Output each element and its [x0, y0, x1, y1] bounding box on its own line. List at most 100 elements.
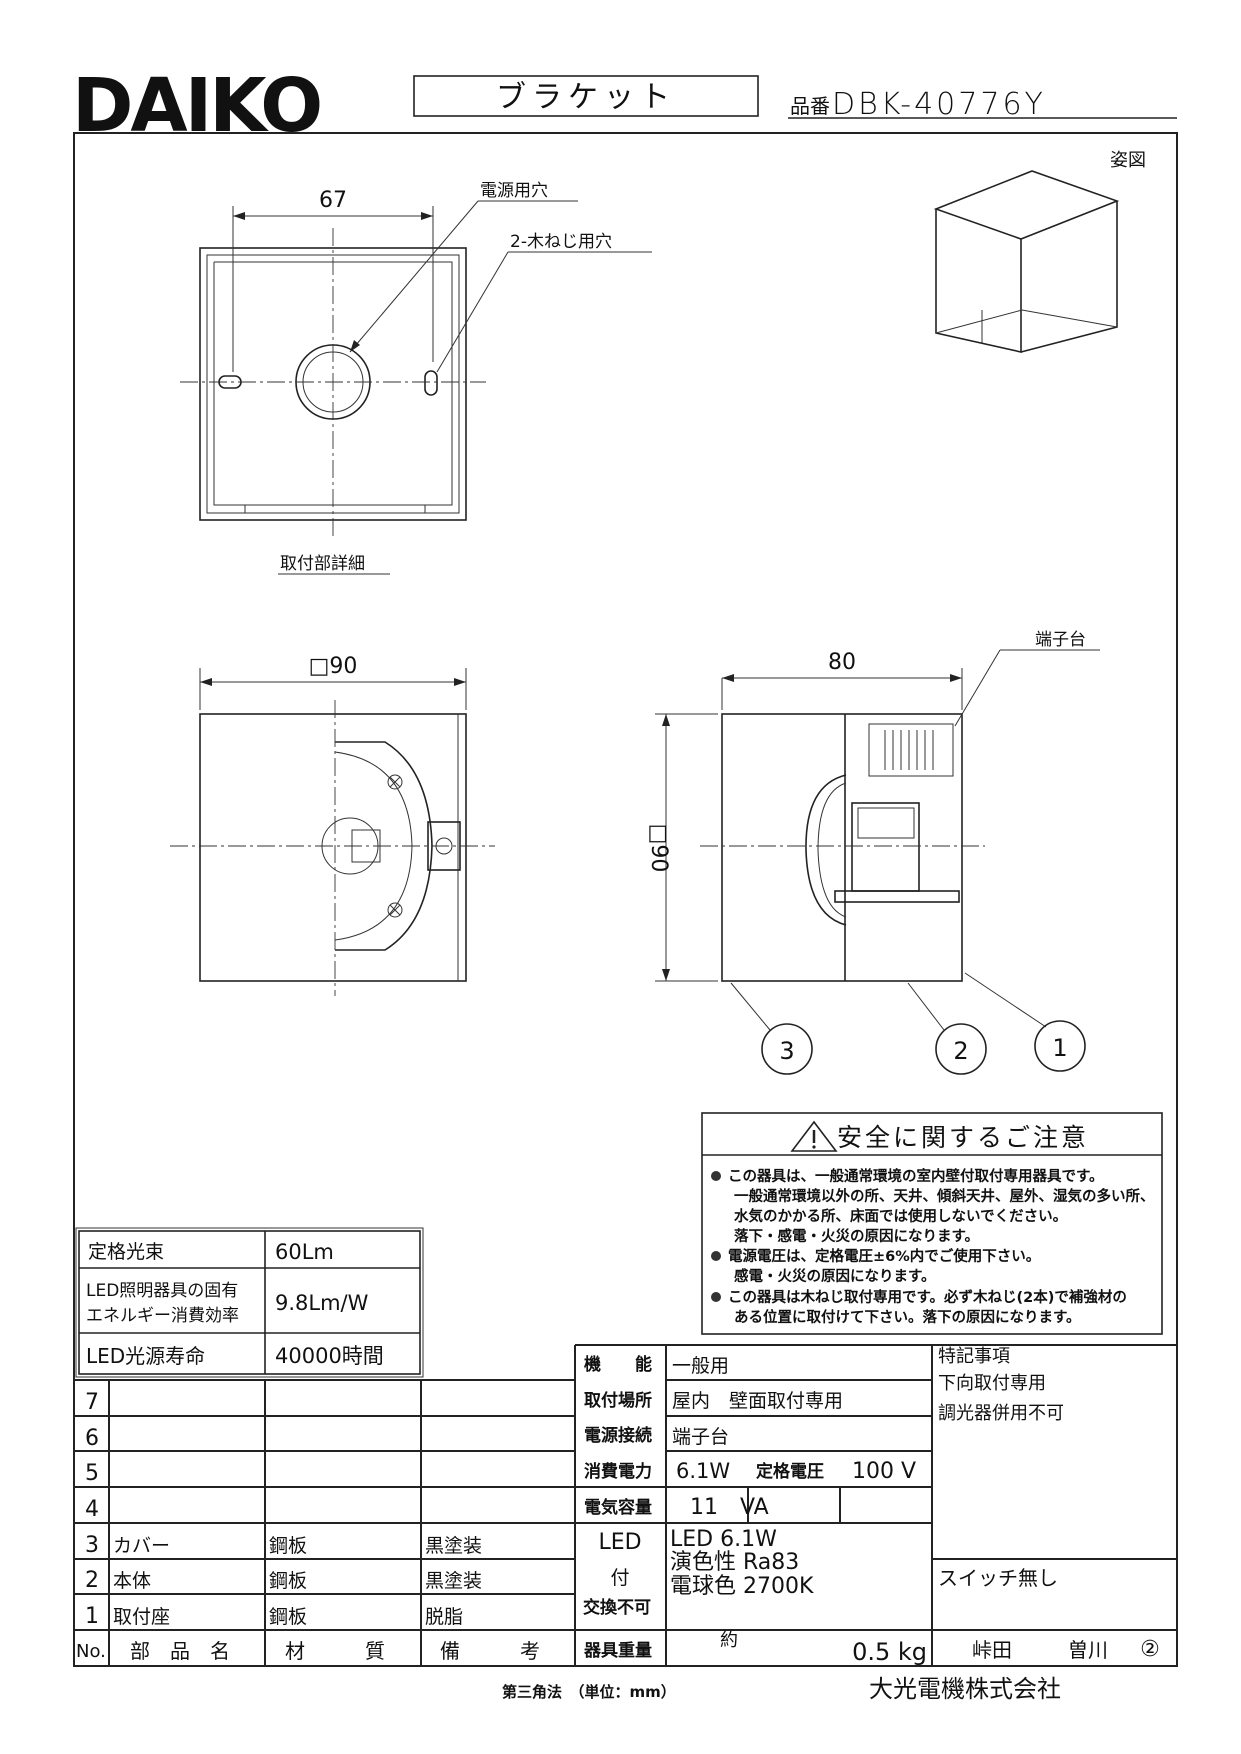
power-hole-label: 電源用穴 [480, 181, 548, 201]
part-no: 1 [85, 1604, 99, 1629]
iso-view-label: 姿図 [1110, 150, 1146, 171]
location-label: 取付場所 [584, 1390, 652, 1411]
connection-value: 端子台 [672, 1426, 729, 1448]
part-no: 4 [85, 1497, 99, 1522]
bullet-icon [711, 1171, 721, 1181]
svg-text:DAIKO: DAIKO [72, 63, 320, 149]
balloon-1 [1034, 1020, 1086, 1072]
connection-label: 電源接続 [584, 1425, 652, 1446]
weight-label: 器具重量 [583, 1640, 652, 1661]
dim-67: 67 [319, 188, 347, 213]
caution-line: 水気のかかる所、床面では使用しないでください。 [734, 1207, 1067, 1225]
title-box [413, 75, 759, 117]
terminal-block [868, 723, 954, 777]
voltage-label: 定格電圧 [756, 1461, 824, 1482]
designer: 峠田 [972, 1638, 1012, 1662]
capacity-value: 11 VA [690, 1495, 769, 1520]
capacity-label: 電気容量 [584, 1497, 652, 1518]
power-label: 消費電力 [584, 1461, 652, 1482]
part-name: 取付座 [113, 1606, 170, 1628]
dim-side-depth: 80 [828, 650, 856, 675]
weight-prefix: 約 [720, 1630, 738, 1651]
voltage-value: 100 V [852, 1459, 916, 1484]
part-no: 5 [85, 1461, 99, 1486]
bullet-icon [711, 1251, 721, 1261]
balloon-2 [935, 1023, 987, 1075]
notes-title: 特記事項 [938, 1346, 1010, 1367]
parts-rows: 7 6 5 4 3 カバー 鋼板 黒塗装 2 本体 鋼板 黒塗装 1 取付座 鋼… [76, 1390, 540, 1663]
spec-value: 40000時間 [275, 1344, 384, 1368]
balloon-3-label: 3 [779, 1037, 794, 1065]
mount-detail-label: 取付部詳細 [280, 554, 365, 574]
dim-side-height: □90 [646, 824, 671, 873]
part-no-label: 品番 [790, 94, 830, 118]
led-label: 付 [610, 1567, 629, 1589]
part-material: 鋼板 [269, 1535, 307, 1557]
part-no: 7 [85, 1390, 99, 1415]
side-view [655, 649, 1100, 1075]
location-value: 屋内 壁面取付専用 [672, 1390, 843, 1412]
note-line: 調光器併用不可 [938, 1403, 1064, 1424]
part-name: 本体 [113, 1570, 151, 1592]
screw-holes-label: 2-木ねじ用穴 [510, 232, 612, 252]
checker: 曽川 [1068, 1638, 1108, 1662]
part-no: 6 [85, 1426, 99, 1451]
header-remark: 備 考 [440, 1639, 540, 1663]
warning-icon [790, 1120, 838, 1152]
part-material: 鋼板 [269, 1606, 307, 1628]
spec-label: エネルギー消費効率 [86, 1306, 239, 1326]
caution-line: 一般通常環境以外の所、天井、傾斜天井、屋外、湿気の多い所、 [734, 1187, 1155, 1205]
header-name: 部 品 名 [130, 1639, 230, 1663]
projection-note: 第三角法 （単位：mm） [502, 1683, 676, 1701]
part-remark: 黒塗装 [425, 1569, 482, 1592]
properties-table: 機 能 一般用 取付場所 屋内 壁面取付専用 電源接続 端子台 消費電力 6.1… [583, 1354, 927, 1666]
balloon-3 [761, 1023, 813, 1075]
product-title: ブラケット [496, 80, 676, 115]
function-value: 一般用 [672, 1355, 729, 1377]
part-no: 2 [85, 1568, 99, 1593]
company-name: 大光電機株式会社 [869, 1675, 1061, 1703]
part-no: 3 [85, 1533, 99, 1558]
spec-label: 定格光束 [88, 1241, 164, 1263]
part-no: DBK-40776Y [832, 87, 1046, 122]
weight-value: 0.5 kg [852, 1638, 927, 1666]
function-label: 機 能 [584, 1354, 652, 1375]
led-spec: 電球色 2700K [670, 1574, 814, 1599]
iso-view [933, 170, 1120, 353]
switch-note: スイッチ無し [938, 1566, 1058, 1590]
parts-table [74, 1344, 1177, 1666]
daiko-logo: DAIKO [72, 63, 323, 149]
part-remark: 脱脂 [425, 1606, 463, 1628]
balloon-1-label: 1 [1052, 1034, 1067, 1062]
part-material: 鋼板 [269, 1570, 307, 1592]
terminal-block-label: 端子台 [1035, 630, 1086, 650]
spec-label: LED光源寿命 [86, 1344, 205, 1368]
led-label: LED [598, 1530, 641, 1555]
spec-label: LED照明器具の固有 [86, 1281, 238, 1301]
spec-value: 9.8Lm/W [275, 1291, 369, 1315]
caution-box [701, 1112, 1163, 1335]
caution-line: 感電・火災の原因になります。 [734, 1267, 936, 1285]
caution-line: この器具は、一般通常環境の室内壁付取付専用器具です。 [728, 1167, 1104, 1185]
caution-title: 安全に関するご注意 [837, 1123, 1089, 1152]
power-value: 6.1W [676, 1459, 730, 1483]
notes-table: 特記事項 下向取付専用 調光器併用不可 スイッチ無し 峠田 曽川 ② [938, 1346, 1160, 1662]
part-remark: 黒塗装 [425, 1534, 482, 1557]
dim-front-width: □90 [309, 654, 358, 679]
led-spec: 演色性 Ra83 [670, 1550, 799, 1575]
balloon-2-label: 2 [953, 1037, 968, 1065]
front-view [170, 668, 495, 996]
note-line: 下向取付専用 [938, 1373, 1046, 1394]
led-label: 交換不可 [583, 1597, 651, 1618]
spec-table [75, 1227, 424, 1378]
caution-line: 落下・感電・火災の原因になります。 [734, 1227, 979, 1245]
header-no: No. [76, 1641, 106, 1662]
screw-slot-right [424, 370, 438, 396]
bullet-icon [711, 1292, 721, 1302]
caution-line: 電源電圧は、定格電圧±6%内でご使用下さい。 [728, 1247, 1040, 1265]
caution-line: ある位置に取付けて下さい。落下の原因になります。 [734, 1308, 1081, 1326]
part-name: カバー [113, 1535, 170, 1557]
revision: ② [1140, 1637, 1160, 1662]
sheet-frame [73, 132, 1178, 1667]
